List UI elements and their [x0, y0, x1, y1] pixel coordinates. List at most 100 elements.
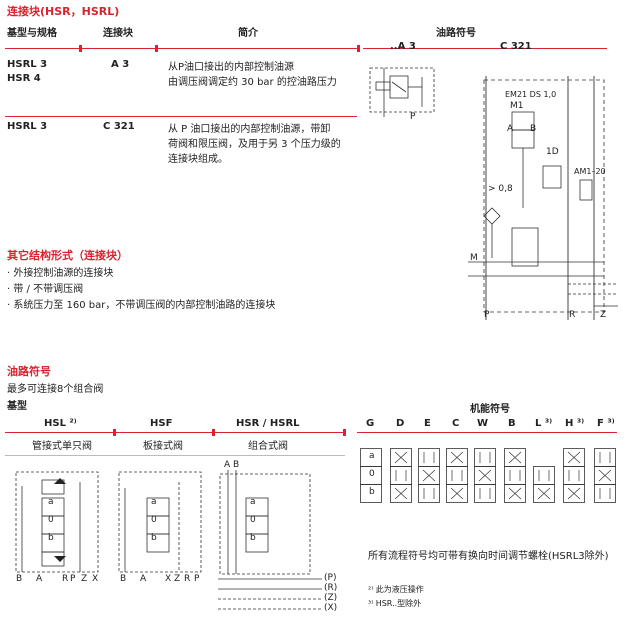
table-row-type: HSRL 3 [7, 121, 48, 132]
hsf-circuit-symbol [118, 471, 202, 573]
header-type: 基型与规格 [7, 28, 57, 39]
rule-tick [155, 45, 158, 52]
rule-tick [343, 429, 346, 436]
hsf-spool-b: b [151, 533, 157, 543]
hsr-spool-a: a [250, 497, 256, 507]
a3-circuit-symbol [369, 67, 435, 117]
c321-label-m1: M1 [510, 101, 524, 111]
list-item: · 系统压力至 160 bar，不带调压阀的内部控制油路的连接块 [7, 300, 276, 311]
hsf-port: B [120, 574, 127, 584]
table-row-desc-line: 荷阀和限压阀，及用于另 3 个压力级的 [168, 139, 341, 150]
table-row-type-2: HSR 4 [7, 73, 41, 84]
type-name-hsf: HSF [150, 418, 173, 429]
manifold-port: (R) [324, 583, 338, 593]
manifold-port: (P) [324, 573, 337, 583]
table-row-desc-line: 从 P 油口接出的内部控制油源，带卸 [168, 124, 331, 135]
type-name-hsr: HSR / HSRL [236, 418, 300, 429]
function-symbol [418, 448, 440, 503]
c321-label-ratio: > 0,8 [488, 184, 513, 194]
function-label: 机能符号 [470, 404, 510, 415]
types-rule [5, 432, 345, 433]
function-symbol [533, 466, 555, 503]
function-symbol [360, 448, 382, 503]
function-letter: E [424, 418, 431, 429]
function-letter: G [366, 418, 375, 429]
rule-tick [212, 429, 215, 436]
section-title-circuit-symbols: 油路符号 [7, 365, 51, 378]
note-text: 所有流程符号均可带有换向时间调节螺栓(HSRL3除外) [368, 551, 609, 562]
function-letter: C [452, 418, 460, 429]
hsf-spool-0: 0 [151, 515, 157, 525]
section-title-other-forms: 其它结构形式（连接块） [7, 249, 128, 262]
type-caption-hsl: 管接式单只阀 [32, 441, 92, 452]
hsr-port-b: B [233, 460, 240, 470]
g-spool-a: a [369, 451, 375, 461]
hsl-port: P [70, 574, 76, 584]
list-item: · 外接控制油源的连接块 [7, 268, 114, 279]
hsl-spool-0: 0 [48, 515, 54, 525]
c321-label-p: P [484, 310, 490, 320]
manifold-port: (X) [324, 603, 338, 613]
header-desc: 简介 [238, 28, 258, 39]
hsr-circuit-symbol [218, 470, 322, 610]
hsf-port: A [140, 574, 147, 584]
function-letter: F ³⁾ [597, 418, 615, 429]
table-rule-top [5, 48, 357, 49]
footnote: ³⁾ HSR..型除外 [368, 599, 422, 608]
type-name-hsl: HSL ²⁾ [44, 418, 77, 429]
hsl-spool-a: a [48, 497, 54, 507]
c321-label-em: EM21 DS 1,0 [505, 90, 557, 99]
hsf-port: P [194, 574, 200, 584]
header-symbol: 油路符号 [436, 28, 476, 39]
c321-label-m: M [470, 253, 478, 263]
functions-rule [357, 432, 617, 433]
c321-label-am: AM1–20 [574, 167, 606, 176]
table-rule-mid [5, 116, 357, 117]
table-row-desc-line: 连接块组成。 [168, 154, 228, 165]
hsl-port: X [92, 574, 99, 584]
rule-tick [79, 45, 82, 52]
g-spool-b: b [369, 487, 375, 497]
rule-tick [357, 45, 360, 52]
hsf-port: R [184, 574, 191, 584]
hsr-spool-0: 0 [250, 515, 256, 525]
function-letter: D [396, 418, 405, 429]
manifold-port: (Z) [324, 593, 338, 603]
c321-label-1d: 1D [546, 147, 559, 157]
header-block: 连接块 [103, 28, 133, 39]
hsr-spool-b: b [250, 533, 256, 543]
section-subtitle: 最多可连接8个组合阀 [7, 384, 104, 395]
hsl-circuit-symbol [15, 471, 99, 573]
function-symbol [390, 448, 412, 503]
symbol-rule-top [363, 48, 607, 49]
table-row-block: A 3 [111, 59, 130, 70]
hsf-port: Z [174, 574, 181, 584]
hsl-port: B [16, 574, 23, 584]
type-caption-hsr: 组合式阀 [248, 441, 288, 452]
footnote: ²⁾ 此为液压操作 [368, 585, 424, 594]
function-symbol [504, 448, 526, 503]
function-letter: W [477, 418, 489, 429]
rule-tick [113, 429, 116, 436]
c321-circuit-symbol [468, 76, 618, 320]
symbol-label-a3: ..A 3 [390, 41, 416, 52]
section-title-connection-blocks: 连接块(HSR，HSRL) [7, 5, 120, 18]
hsf-port: X [165, 574, 172, 584]
a3-port-p: P [410, 112, 416, 122]
c321-label-z: Z [600, 310, 607, 320]
g-spool-0: 0 [369, 469, 375, 479]
function-symbol [594, 448, 616, 503]
table-row-type: HSRL 3 [7, 59, 48, 70]
function-symbol [446, 448, 468, 503]
type-caption-hsf: 板接式阀 [143, 441, 183, 452]
hsl-port: A [36, 574, 43, 584]
c321-label-a: A [507, 124, 514, 134]
symbol-label-c321: C 321 [500, 41, 532, 52]
c321-label-b: B [530, 124, 537, 134]
table-row-desc-line: 从P油口接出的内部控制油源 [168, 62, 295, 73]
table-row-block: C 321 [103, 121, 135, 132]
hsl-port: Z [81, 574, 88, 584]
caption-rule [5, 455, 345, 456]
function-letter: H ³⁾ [565, 418, 585, 429]
list-item: · 带 / 不带调压阀 [7, 284, 84, 295]
